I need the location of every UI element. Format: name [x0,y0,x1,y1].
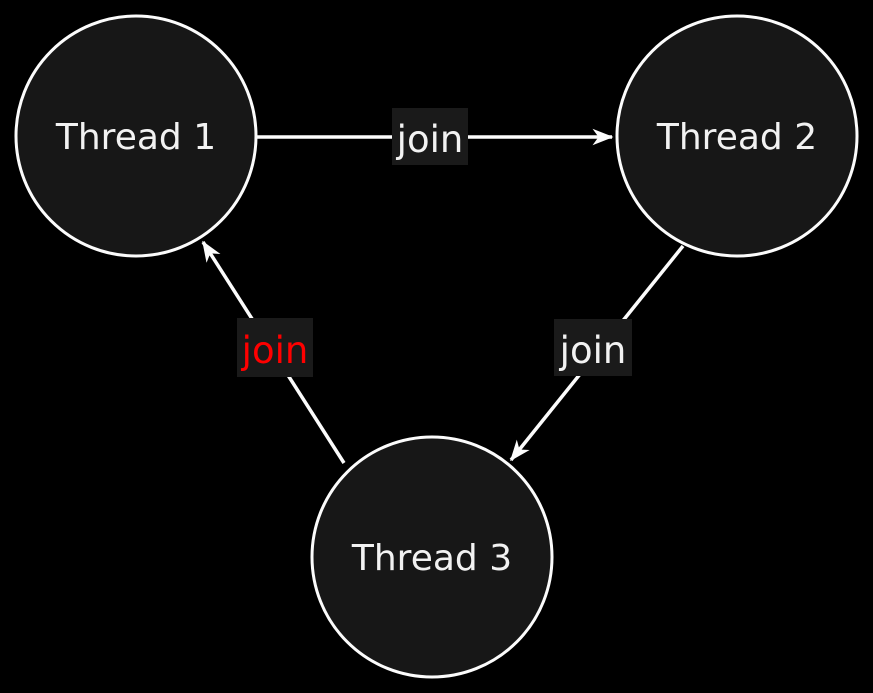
node-label-thread-2: Thread 2 [656,117,817,158]
node-thread-3: Thread 3 [310,435,554,679]
node-thread-1: Thread 1 [14,14,258,258]
edge-label-thread2-thread3: join [559,329,627,372]
edge-thread1-to-thread2: join [257,108,614,165]
edge-label-thread3-thread1: join [241,329,309,372]
node-label-thread-1: Thread 1 [55,117,216,158]
node-circle-thread-3 [310,435,554,679]
edge-label-thread1-thread2: join [396,118,464,161]
edge-thread2-to-thread3: join [509,244,685,462]
edge-label-bg-thread2-thread3 [554,319,632,376]
edge-label-bg-thread3-thread1 [237,318,313,377]
node-thread-2: Thread 2 [615,14,859,258]
edge-label-bg-thread1-thread2 [392,108,468,165]
node-circle-thread-2 [615,14,859,258]
node-label-thread-3: Thread 3 [351,538,512,579]
edge-thread3-to-thread1: join [201,240,346,464]
node-circle-thread-1 [14,14,258,258]
